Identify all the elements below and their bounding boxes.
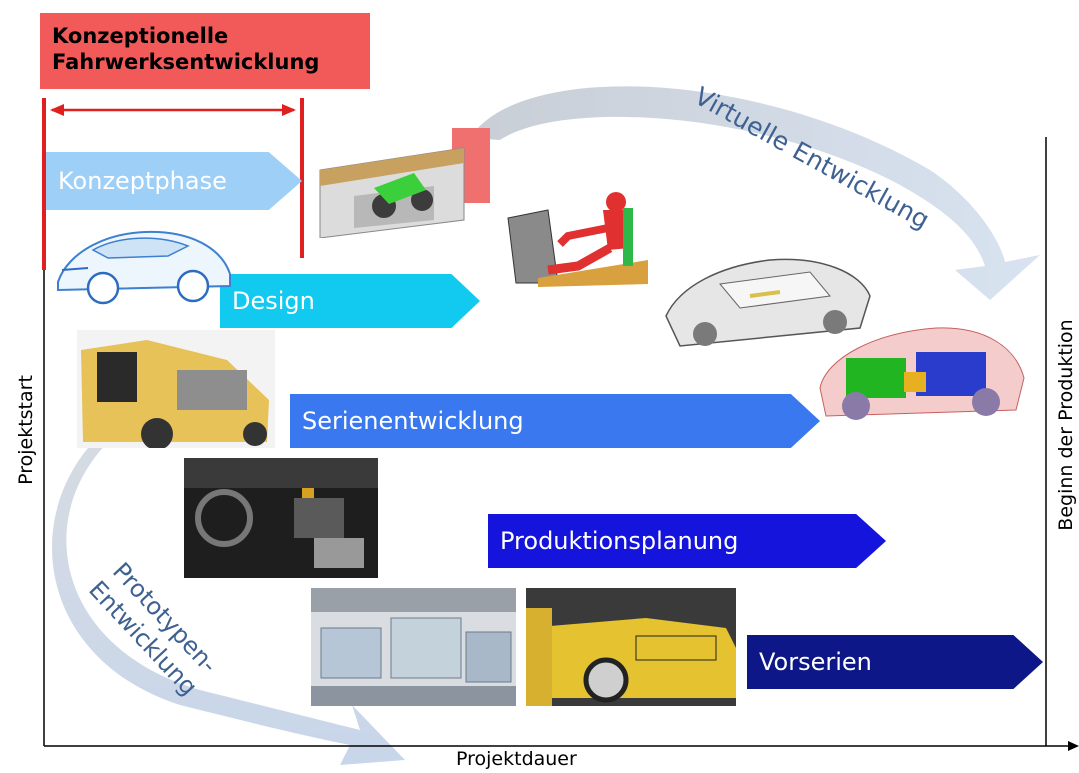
phase-arrow-produktionsplanung: Produktionsplanung (488, 514, 886, 568)
car-design-sketch-image (48, 212, 238, 308)
phase-arrow-serienentwicklung: Serienentwicklung (290, 394, 820, 448)
virtual-development-curve-arrow (470, 86, 1040, 300)
bracket-arrow-left (50, 104, 64, 116)
phase-label-serienentwicklung: Serienentwicklung (302, 407, 524, 435)
title-box: Konzeptionelle Fahrwerksentwicklung (40, 13, 370, 89)
phase-arrow-design: Design (220, 274, 480, 328)
crash-test-photo (526, 588, 736, 706)
production-line-photo (311, 588, 516, 706)
phase-label-design: Design (232, 287, 315, 315)
title-line-2: Fahrwerksentwicklung (52, 50, 320, 74)
phase-label-produktionsplanung: Produktionsplanung (500, 527, 739, 555)
phase-label-vorserien: Vorserien (759, 648, 872, 676)
concept-package-render-image (314, 128, 490, 238)
production-start-label: Beginn der Produktion (1055, 319, 1077, 531)
crash-dummy-seating-image (498, 188, 650, 288)
x-axis-arrowhead (1068, 741, 1079, 751)
title-line-1: Konzeptionelle (52, 24, 229, 48)
phase-label-konzeptphase: Konzeptphase (58, 167, 227, 195)
prototype-development-curve-arrow (52, 440, 406, 765)
y-axis-label: Projektstart (15, 375, 37, 485)
body-in-white-image (660, 236, 874, 348)
transparent-car-cad-image (816, 318, 1026, 424)
chassis-cutaway-photo (77, 330, 275, 448)
bracket-arrow-right (282, 104, 296, 116)
x-axis-label: Projektdauer (456, 748, 577, 770)
phase-arrow-vorserien: Vorserien (747, 635, 1043, 689)
phase-arrow-konzeptphase: Konzeptphase (46, 152, 302, 210)
driving-simulator-photo (184, 458, 378, 578)
